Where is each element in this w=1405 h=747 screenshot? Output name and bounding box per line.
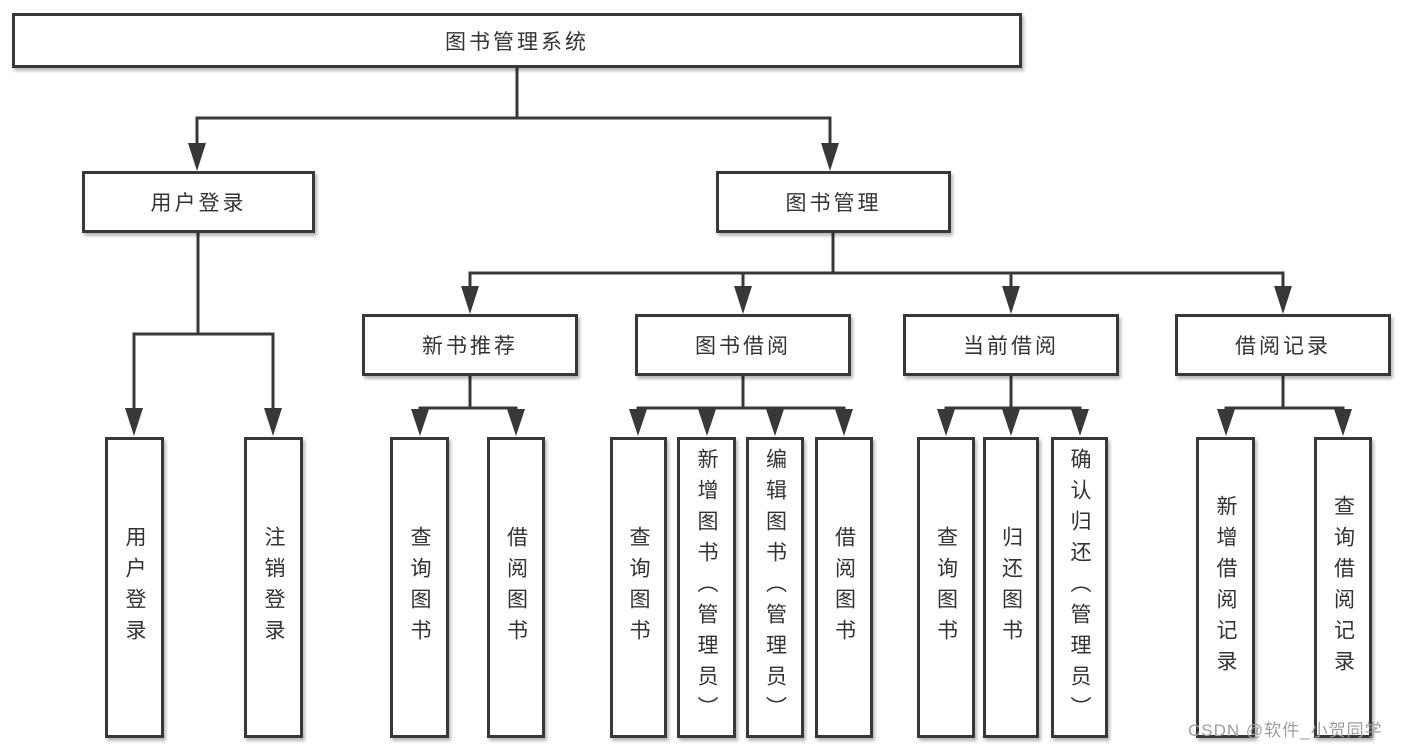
leaf-query-borrow-record: 查询借阅记录 [1314,437,1372,738]
node-book-borrowing: 图书借阅 [635,314,851,376]
leaf-borrowing-borrow-books-label: 借阅图书 [832,525,856,650]
node-current-borrowing: 当前借阅 [903,314,1119,376]
leaf-recommend-query-books: 查询图书 [390,437,449,738]
node-user-login: 用户登录 [82,171,315,233]
leaf-edit-books-admin: 编辑图书（管理员） [746,437,804,738]
leaf-return-books: 归还图书 [983,437,1039,738]
node-user-login-label: 用户登录 [150,192,247,215]
node-library-system: 图书管理系统 [12,13,1022,68]
node-book-management-label: 图书管理 [785,192,882,215]
node-current-borrowing-label: 当前借阅 [963,335,1059,358]
node-borrowing-records: 借阅记录 [1175,314,1391,376]
leaf-borrowing-borrow-books: 借阅图书 [815,437,873,738]
leaf-add-borrow-record: 新增借阅记录 [1196,437,1255,738]
leaf-borrowing-query-books-label: 查询图书 [627,525,650,650]
leaf-return-books-label: 归还图书 [999,525,1023,650]
node-book-borrowing-label: 图书借阅 [695,335,791,358]
leaf-confirm-return-admin-label: 确认归还（管理员） [1068,448,1091,727]
leaf-borrowing-query-books: 查询图书 [610,437,667,738]
leaf-add-books-admin-label: 新增图书（管理员） [695,448,718,727]
leaf-current-query-books-label: 查询图书 [934,525,958,650]
leaf-add-borrow-record-label: 新增借阅记录 [1214,494,1237,681]
leaf-edit-books-admin-label: 编辑图书（管理员） [763,448,787,727]
node-library-system-label: 图书管理系统 [445,30,589,54]
leaf-logout-label: 注销登录 [262,525,285,650]
leaf-recommend-query-books-label: 查询图书 [408,525,431,650]
leaf-current-query-books: 查询图书 [917,437,975,738]
node-new-book-recommend: 新书推荐 [362,314,578,376]
leaf-recommend-borrow-books-label: 借阅图书 [504,525,528,650]
node-book-management: 图书管理 [716,171,951,233]
csdn-watermark: CSDN @软件_小贺同学 [1188,721,1383,740]
leaf-add-books-admin: 新增图书（管理员） [677,437,736,738]
leaf-user-login-label: 用户登录 [123,525,146,650]
leaf-user-login: 用户登录 [105,437,164,738]
leaf-recommend-borrow-books: 借阅图书 [487,437,545,738]
node-borrowing-records-label: 借阅记录 [1235,335,1331,358]
node-new-book-recommend-label: 新书推荐 [422,335,518,358]
leaf-confirm-return-admin: 确认归还（管理员） [1051,437,1108,738]
leaf-logout: 注销登录 [244,437,303,738]
leaf-query-borrow-record-label: 查询借阅记录 [1331,494,1355,681]
